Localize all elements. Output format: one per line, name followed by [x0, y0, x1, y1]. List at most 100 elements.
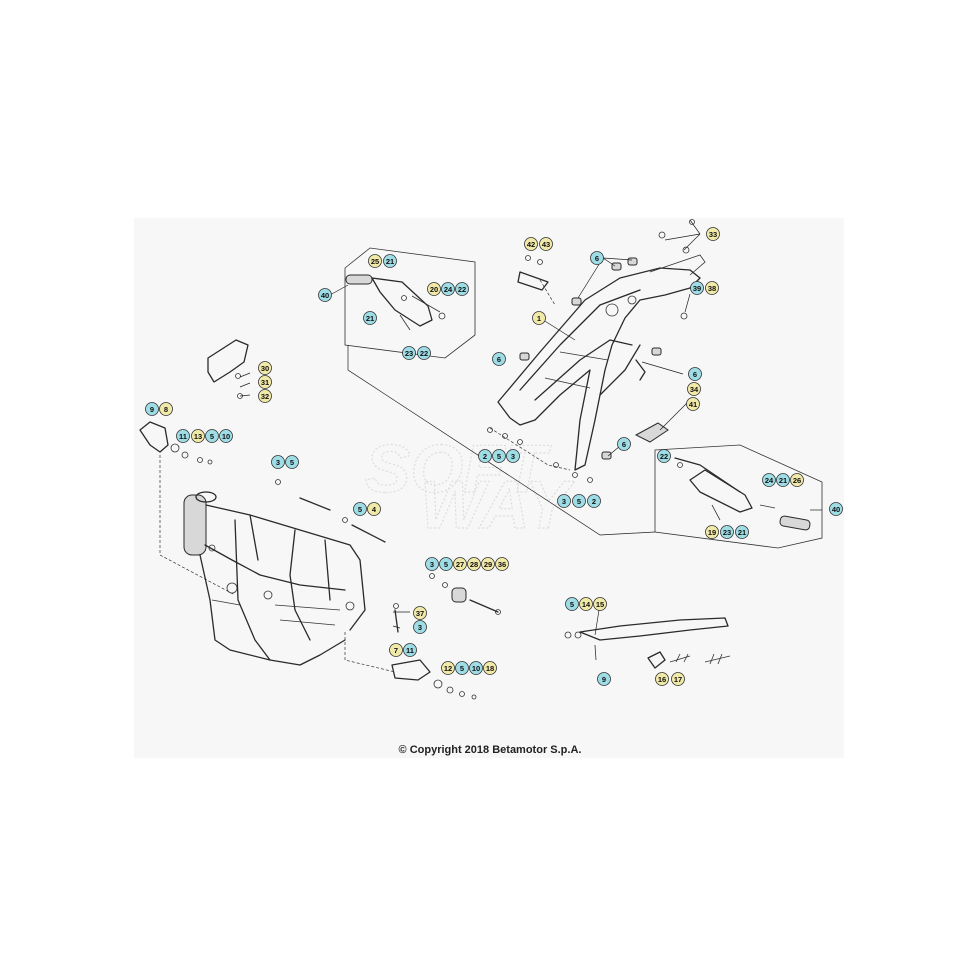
callout-bubble — [205, 429, 219, 443]
callout-9: 9 — [597, 672, 611, 686]
callout-bubble — [159, 402, 173, 416]
callout-bubble — [492, 352, 506, 366]
callout-label: 5 — [570, 600, 574, 609]
callout-7: 7 — [389, 643, 403, 657]
callout-label: 17 — [674, 675, 682, 684]
callout-label: 34 — [690, 385, 699, 394]
callout-bubble — [557, 494, 571, 508]
callout-5: 5 — [439, 557, 453, 571]
callout-16: 16 — [655, 672, 669, 686]
callout-label: 3 — [430, 560, 434, 569]
callout-label: 40 — [321, 291, 329, 300]
callout-40: 40 — [829, 502, 843, 516]
callout-label: 6 — [497, 355, 501, 364]
callout-5: 5 — [492, 449, 506, 463]
callout-bubble — [587, 494, 601, 508]
callout-11: 11 — [176, 429, 190, 443]
callout-label: 14 — [582, 600, 591, 609]
callout-11: 11 — [403, 643, 417, 657]
group-link-line — [347, 345, 656, 536]
callout-28: 28 — [467, 557, 481, 571]
callout-label: 5 — [210, 432, 214, 441]
callout-bubble — [455, 661, 469, 675]
callout-bubble — [455, 282, 469, 296]
callout-2: 2 — [587, 494, 601, 508]
callout-31: 31 — [258, 375, 272, 389]
callout-bubble — [492, 449, 506, 463]
callout-3: 3 — [425, 557, 439, 571]
callout-label: 10 — [222, 432, 230, 441]
callout-3: 3 — [506, 449, 520, 463]
callout-bubble — [572, 494, 586, 508]
callout-bubble — [776, 473, 790, 487]
callout-bubble — [790, 473, 804, 487]
callout-bubble — [524, 237, 538, 251]
callout-label: 21 — [738, 528, 746, 537]
callout-bubble — [439, 557, 453, 571]
callout-4: 4 — [367, 502, 381, 516]
callout-12: 12 — [441, 661, 455, 675]
callout-bubble — [427, 282, 441, 296]
misc-parts — [139, 339, 501, 700]
callout-20: 20 — [427, 282, 441, 296]
callout-bubble — [389, 643, 403, 657]
callout-9: 9 — [145, 402, 159, 416]
callout-bubble — [353, 502, 367, 516]
callout-label: 5 — [358, 505, 362, 514]
callout-3: 3 — [557, 494, 571, 508]
callout-22: 22 — [455, 282, 469, 296]
callout-30: 30 — [258, 361, 272, 375]
callout-5: 5 — [285, 455, 299, 469]
callout-bubble — [532, 311, 546, 325]
callout-label: 42 — [527, 240, 535, 249]
callout-bubble — [425, 557, 439, 571]
callout-bubble — [403, 643, 417, 657]
callout-5: 5 — [572, 494, 586, 508]
callout-label: 2 — [592, 497, 596, 506]
copyright-text: © Copyright 2018 Betamotor S.p.A. — [399, 744, 582, 756]
callout-label: 27 — [456, 560, 464, 569]
callout-bubble — [413, 620, 427, 634]
callout-21: 21 — [735, 525, 749, 539]
callout-6: 6 — [688, 367, 702, 381]
callout-5: 5 — [565, 597, 579, 611]
callout-bubble — [735, 525, 749, 539]
callout-label: 6 — [595, 254, 599, 263]
callout-15: 15 — [593, 597, 607, 611]
callout-label: 5 — [290, 458, 294, 467]
callout-5: 5 — [455, 661, 469, 675]
callout-label: 36 — [498, 560, 506, 569]
callout-label: 10 — [472, 664, 480, 673]
callout-bubble — [690, 281, 704, 295]
callout-bubble — [686, 397, 700, 411]
callout-label: 33 — [709, 230, 717, 239]
callout-bubble — [145, 402, 159, 416]
callout-bubble — [285, 455, 299, 469]
callout-bubble — [258, 375, 272, 389]
callout-bubble — [705, 525, 719, 539]
group-box-footpeg-bracket-top — [344, 247, 476, 359]
callout-label: 21 — [366, 314, 374, 323]
callout-label: 6 — [693, 370, 697, 379]
callout-bubble — [481, 557, 495, 571]
callout-bubble — [720, 525, 734, 539]
callout-10: 10 — [469, 661, 483, 675]
callout-bubble — [383, 254, 397, 268]
callout-24: 24 — [441, 282, 455, 296]
callout-bubble — [176, 429, 190, 443]
callout-bubble — [417, 346, 431, 360]
callout-label: 8 — [164, 405, 168, 414]
callout-33: 33 — [706, 227, 720, 241]
watermark: SOFT WAY — [364, 430, 576, 543]
callout-5: 5 — [353, 502, 367, 516]
callout-18: 18 — [483, 661, 497, 675]
callout-42: 42 — [524, 237, 538, 251]
callout-label: 23 — [723, 528, 731, 537]
callout-label: 24 — [444, 285, 453, 294]
callout-label: 41 — [689, 400, 697, 409]
callout-label: 5 — [444, 560, 448, 569]
callout-23: 23 — [402, 346, 416, 360]
callout-21: 21 — [383, 254, 397, 268]
callout-39: 39 — [690, 281, 704, 295]
